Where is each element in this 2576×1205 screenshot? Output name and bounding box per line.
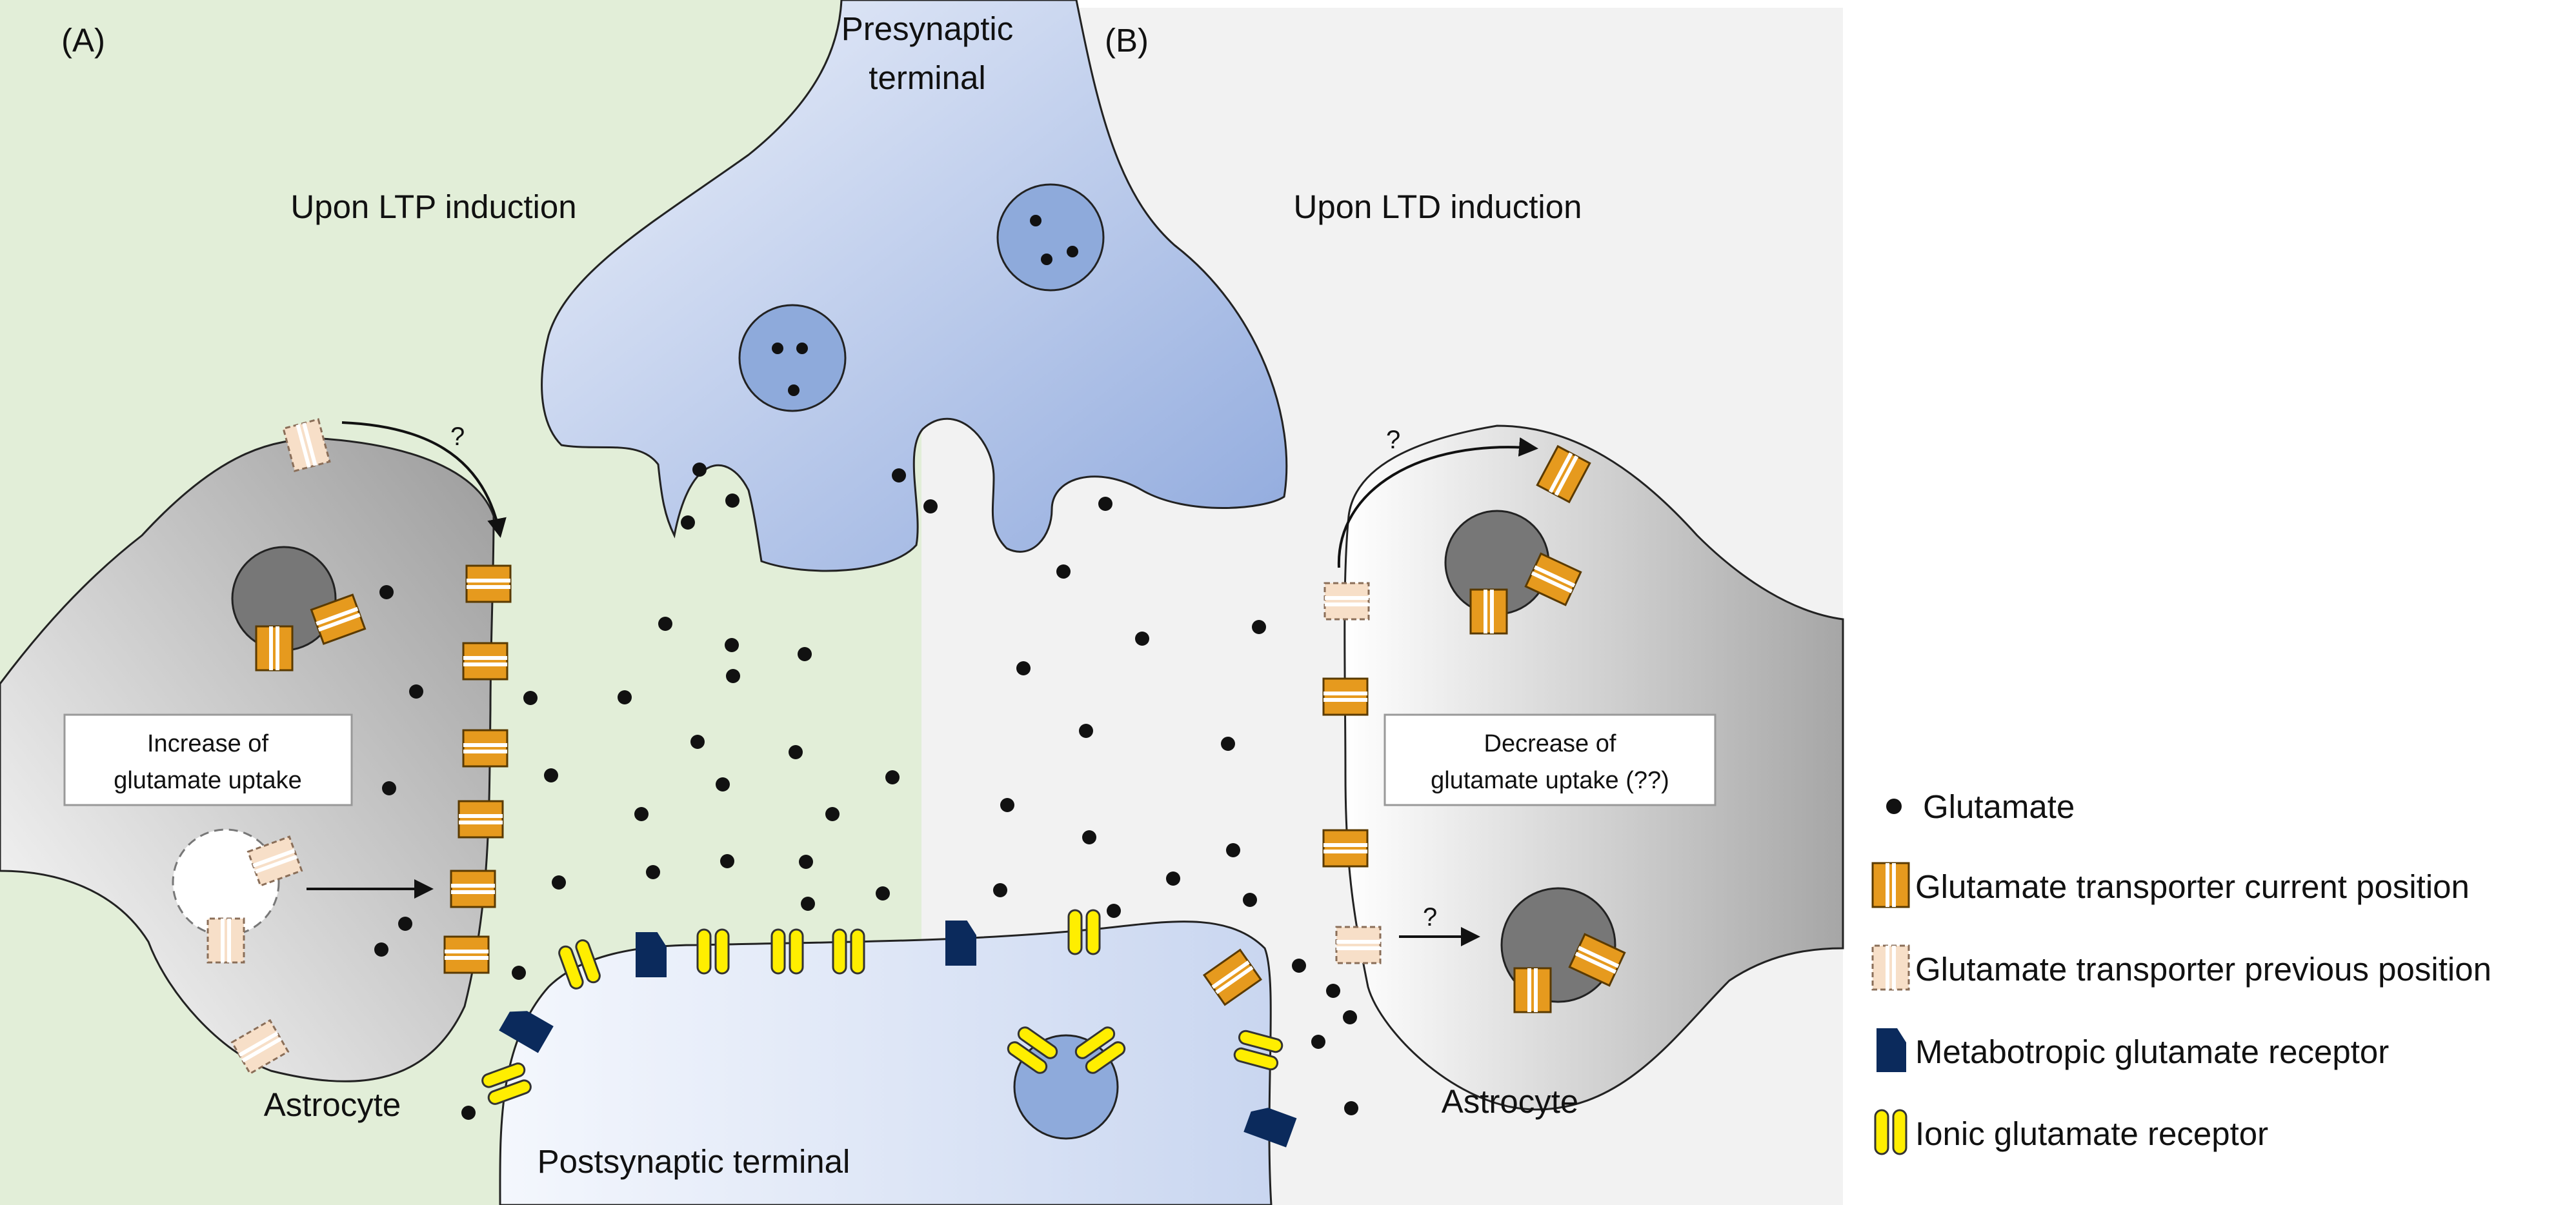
ltd-label: Upon LTD induction bbox=[1294, 188, 1582, 225]
svg-text:glutamate uptake (??): glutamate uptake (??) bbox=[1431, 767, 1669, 794]
question-mark: ? bbox=[1386, 426, 1400, 454]
transporter-previous bbox=[206, 418, 1382, 1075]
legend-item-metabotropic: Metabotropic glutamate receptor bbox=[1877, 1028, 2389, 1072]
question-mark: ? bbox=[450, 423, 465, 451]
ionic-receptors bbox=[481, 909, 1283, 1105]
transporter-current-icon bbox=[1871, 862, 1910, 908]
astrocyte-right-label: Astrocyte bbox=[1442, 1083, 1579, 1120]
panel-label-b: (B) bbox=[1105, 22, 1149, 59]
legend: Glutamate Glutamate transporter current … bbox=[1871, 788, 2491, 1155]
glutamate-dot-icon bbox=[1886, 799, 1902, 814]
glutamate-dots bbox=[374, 463, 1358, 1120]
legend-item-transporter-current: Glutamate transporter current position bbox=[1871, 862, 2470, 908]
svg-text:Glutamate transporter previous: Glutamate transporter previous position bbox=[1915, 951, 2491, 988]
svg-text:Increase of: Increase of bbox=[147, 730, 268, 757]
presynaptic-terminal bbox=[541, 0, 1288, 572]
presynaptic-label: Presynaptic bbox=[841, 10, 1013, 47]
increase-uptake-box: Increase of glutamate uptake bbox=[63, 713, 353, 806]
transporter-previous-icon bbox=[1871, 944, 1910, 991]
metabotropic-receptors bbox=[499, 921, 1297, 1148]
astrocyte-left-label: Astrocyte bbox=[264, 1086, 401, 1123]
question-mark: ? bbox=[1423, 903, 1437, 931]
legend-item-ionic: Ionic glutamate receptor bbox=[1874, 1109, 2268, 1155]
postsynaptic-label: Postsynaptic terminal bbox=[538, 1143, 850, 1180]
metabotropic-receptor-icon bbox=[1877, 1028, 1906, 1072]
svg-text:Metabotropic glutamate recepto: Metabotropic glutamate receptor bbox=[1915, 1033, 2389, 1070]
curved-arrow-right bbox=[1337, 437, 1538, 568]
synaptic-vesicle bbox=[738, 304, 847, 412]
svg-text:Ionic glutamate receptor: Ionic glutamate receptor bbox=[1915, 1115, 2268, 1152]
svg-text:Decrease of: Decrease of bbox=[1484, 730, 1616, 757]
decrease-uptake-box: Decrease of glutamate uptake (??) bbox=[1384, 713, 1716, 806]
svg-text:glutamate uptake: glutamate uptake bbox=[114, 767, 302, 794]
ltp-label: Upon LTP induction bbox=[290, 188, 576, 225]
curved-arrow-left bbox=[341, 421, 507, 538]
legend-item-transporter-previous: Glutamate transporter previous position bbox=[1871, 944, 2491, 991]
panel-label-a: (A) bbox=[61, 22, 105, 59]
legend-item-glutamate: Glutamate bbox=[1886, 788, 2075, 825]
synaptic-vesicle bbox=[996, 183, 1105, 292]
transporter-current bbox=[255, 444, 1626, 1013]
svg-text:Glutamate: Glutamate bbox=[1923, 788, 2075, 825]
ionic-receptor-icon bbox=[1874, 1109, 1907, 1155]
svg-text:Glutamate transporter current: Glutamate transporter current position bbox=[1915, 868, 2470, 905]
presynaptic-label: terminal bbox=[869, 59, 985, 96]
